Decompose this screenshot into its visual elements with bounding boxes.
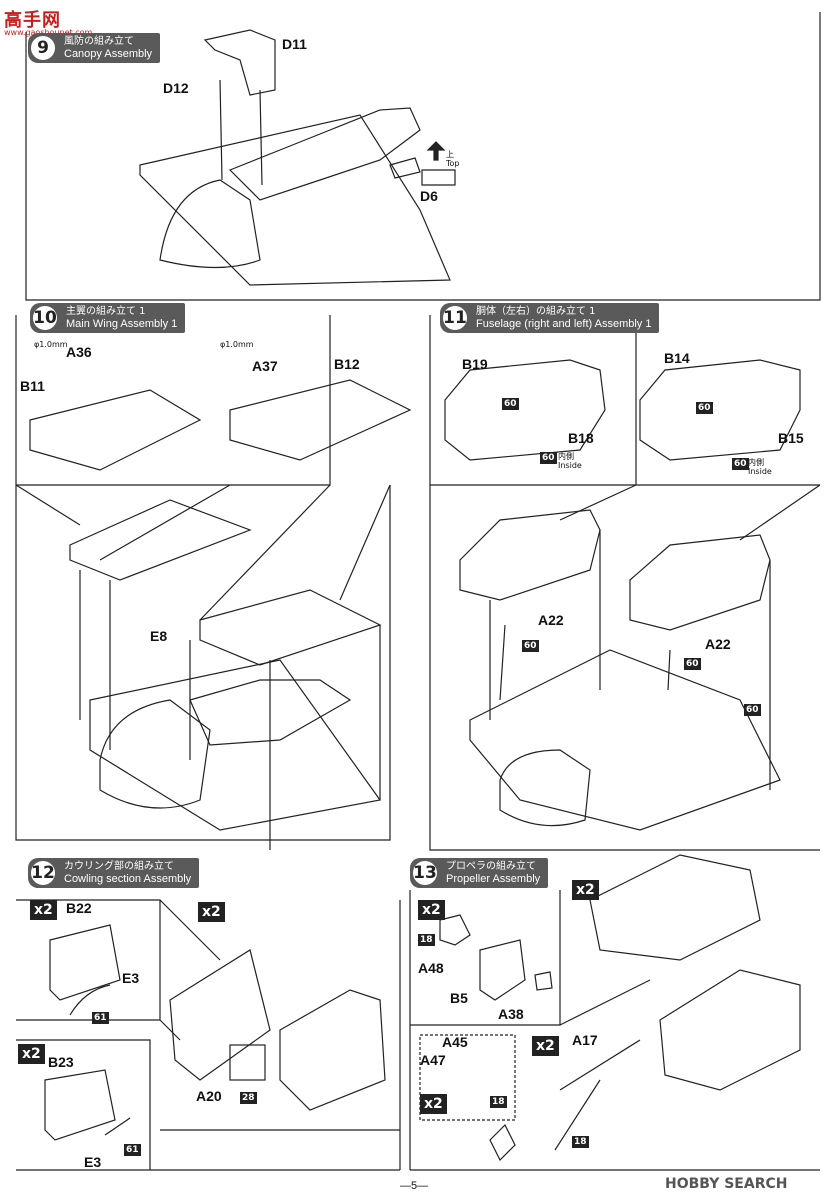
part-label: E3 xyxy=(84,1154,102,1170)
color-number: 60 xyxy=(696,402,713,414)
color-number: 60 xyxy=(502,398,519,410)
part-label: E8 xyxy=(150,628,168,644)
part-label: D12 xyxy=(163,80,189,96)
color-number: 60 xyxy=(522,640,539,652)
page-number: —5— xyxy=(400,1180,429,1192)
part-label: B18 xyxy=(568,430,594,446)
color-number: 60 xyxy=(744,704,761,716)
color-number: 18 xyxy=(418,934,435,946)
color-number: 60 xyxy=(732,458,749,470)
part-label: B23 xyxy=(48,1054,74,1070)
part-label: D11 xyxy=(282,36,307,52)
step-12-title-en: Cowling section Assembly xyxy=(64,873,192,885)
step-13-header: 13 プロペラの組み立て Propeller Assembly xyxy=(410,858,549,888)
part-label: A38 xyxy=(498,1006,524,1022)
drill-size-note: φ1.0mm xyxy=(220,340,254,349)
step-9-title-en: Canopy Assembly xyxy=(64,48,153,60)
color-number: 60 xyxy=(540,452,557,464)
step-11-header: 11 胴体（左右）の組み立て 1 Fuselage (right and lef… xyxy=(440,303,660,333)
step-12-header: 12 カウリング部の組み立て Cowling section Assembly xyxy=(28,858,200,888)
quantity-badge: x2 xyxy=(18,1044,45,1064)
step-12-title-jp: カウリング部の組み立て xyxy=(64,861,174,872)
part-label: B5 xyxy=(450,990,468,1006)
watermark-url: www.gaoshounet.com xyxy=(4,28,92,37)
part-label: E3 xyxy=(122,970,140,986)
step-13-number: 13 xyxy=(410,858,440,888)
quantity-badge: x2 xyxy=(572,880,599,900)
part-label: B14 xyxy=(664,350,690,366)
part-label: A47 xyxy=(420,1052,446,1068)
drill-size-note: φ1.0mm xyxy=(34,340,68,349)
step-10-title-jp: 主翼の組み立て 1 xyxy=(66,306,146,317)
watermark-logo: 高手网 xyxy=(4,10,61,31)
part-label: B19 xyxy=(462,356,488,372)
step-10-title-en: Main Wing Assembly 1 xyxy=(66,318,178,330)
color-number: 60 xyxy=(684,658,701,670)
part-label: B11 xyxy=(20,378,45,394)
part-label: A48 xyxy=(418,960,444,976)
step-11-title-en: Fuselage (right and left) Assembly 1 xyxy=(476,318,652,330)
part-label: A45 xyxy=(442,1034,468,1050)
part-label: A22 xyxy=(705,636,731,652)
part-label: A17 xyxy=(572,1032,598,1048)
part-label: D6 xyxy=(420,188,438,204)
part-label: B12 xyxy=(334,356,360,372)
color-number: 61 xyxy=(124,1144,141,1156)
hobby-search-logo: HOBBY SEARCH xyxy=(665,1176,788,1192)
quantity-badge: x2 xyxy=(198,902,225,922)
step-11-number: 11 xyxy=(440,303,470,333)
color-number: 61 xyxy=(92,1012,109,1024)
part-label: A37 xyxy=(252,358,278,374)
step-9-header: 9 風防の組み立て Canopy Assembly xyxy=(28,33,161,63)
part-label: A20 xyxy=(196,1088,222,1104)
quantity-badge: x2 xyxy=(532,1036,559,1056)
step-13-title-en: Propeller Assembly xyxy=(446,873,541,885)
part-label: B15 xyxy=(778,430,804,446)
color-number: 18 xyxy=(572,1136,589,1148)
step-9-title-jp: 風防の組み立て xyxy=(64,36,134,47)
quantity-badge: x2 xyxy=(420,1094,447,1114)
step-10-number: 10 xyxy=(30,303,60,333)
step-11-title-jp: 胴体（左右）の組み立て 1 xyxy=(476,306,596,317)
frame-step9 xyxy=(25,12,821,301)
step-9-number: 9 xyxy=(28,33,58,63)
part-label: B22 xyxy=(66,900,92,916)
step-10-header: 10 主翼の組み立て 1 Main Wing Assembly 1 xyxy=(30,303,186,333)
color-number: 18 xyxy=(490,1096,507,1108)
part-label: A22 xyxy=(538,612,564,628)
quantity-badge: x2 xyxy=(418,900,445,920)
color-number: 28 xyxy=(240,1092,257,1104)
quantity-badge: x2 xyxy=(30,900,57,920)
step-13-title-jp: プロペラの組み立て xyxy=(446,861,536,872)
part-label: A36 xyxy=(66,344,92,360)
step-12-number: 12 xyxy=(28,858,58,888)
